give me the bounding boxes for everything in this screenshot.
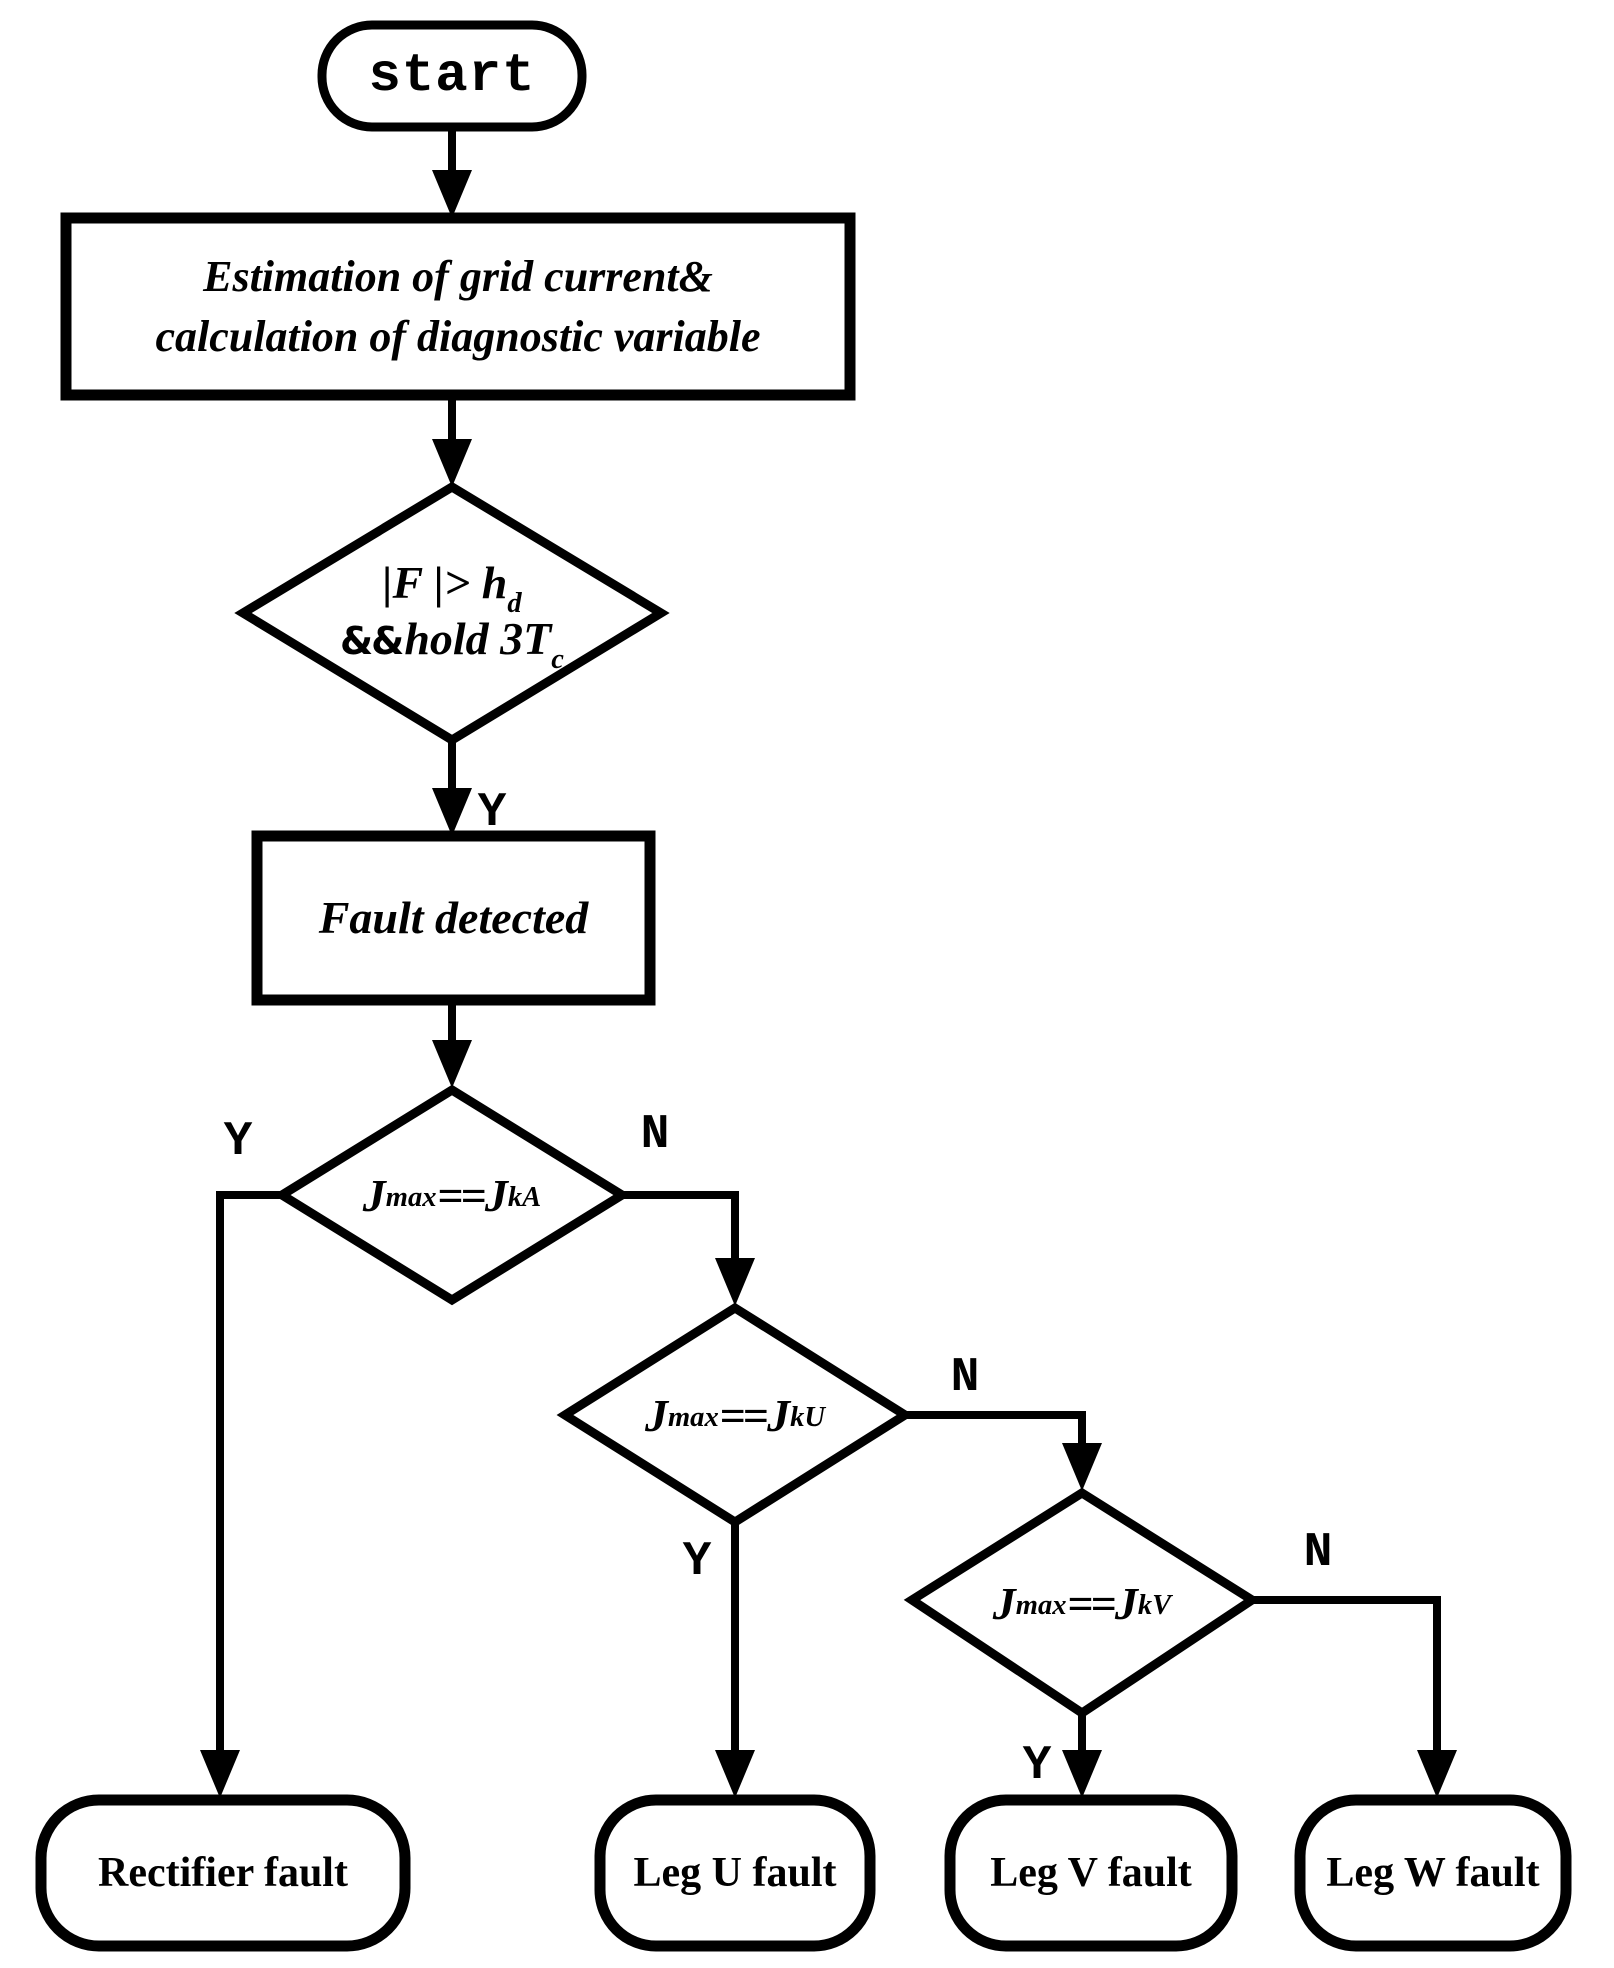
- start-node-shape: [317, 20, 587, 132]
- check-a-operator: ==: [437, 1169, 486, 1221]
- fault-detected-box-shape: [251, 830, 656, 1006]
- check-a-decision-shape: [273, 1084, 631, 1306]
- detect-condition-line2-sub: c: [551, 643, 564, 675]
- detect-decision-label: |F |> hd &&hold 3Tc: [243, 492, 661, 732]
- detect-condition-line1: |F |> hd: [382, 555, 521, 617]
- arrowhead-into-check-u: [715, 1258, 755, 1306]
- detect-decision-shape: [234, 481, 670, 746]
- detect-condition-line2: &&hold 3Tc: [340, 611, 564, 673]
- leg-v-terminal-shape: [944, 1794, 1238, 1952]
- arrowhead-into-fault-detected: [432, 788, 472, 836]
- leg-w-fault-terminal-label: Leg W fault: [1326, 1850, 1540, 1896]
- arrowhead-into-leg-w: [1417, 1750, 1457, 1798]
- detect-condition-line1-main: |F |> h: [382, 557, 508, 608]
- check-a-no-label: N: [640, 1108, 670, 1162]
- check-a-lhs: J: [362, 1169, 386, 1221]
- check-v-yes-label: Y: [1022, 1739, 1052, 1793]
- start-node-label: start: [368, 45, 536, 107]
- leg-u-terminal-shape: [594, 1794, 876, 1952]
- check-u-operator: ==: [719, 1389, 769, 1441]
- connector-check-v-no: [1252, 1596, 1441, 1756]
- check-u-yes-label: Y: [682, 1535, 712, 1589]
- check-u-decision-shape: [556, 1302, 914, 1528]
- check-u-no-label: N: [950, 1351, 980, 1405]
- arrowhead-into-estimation: [432, 170, 472, 218]
- detect-condition-line2-main: hold 3T: [404, 613, 552, 664]
- estimation-box-label: Estimation of grid current& calculation …: [66, 218, 850, 395]
- check-u-lhs: J: [645, 1389, 668, 1441]
- check-a-rhs: J: [484, 1169, 508, 1221]
- check-a-yes-label: Y: [223, 1115, 253, 1169]
- rectifier-terminal-shape: [35, 1794, 411, 1952]
- check-v-rhs: J: [1114, 1577, 1138, 1629]
- rectifier-fault-terminal-label: Rectifier fault: [98, 1850, 348, 1896]
- estimation-line1: Estimation of grid current&: [203, 251, 713, 301]
- connector-check-a-no: [622, 1191, 739, 1266]
- arrowhead-into-rectifier: [200, 1750, 240, 1798]
- estimation-line2: calculation of diagnostic variable: [155, 311, 761, 361]
- connector-check-u-no: [905, 1411, 1086, 1451]
- estimation-box-shape: [60, 212, 856, 401]
- check-u-rhs: J: [767, 1389, 791, 1441]
- leg-w-terminal-shape: [1294, 1794, 1572, 1952]
- leg-v-fault-terminal-label: Leg V fault: [990, 1850, 1192, 1896]
- arrowhead-into-check-a: [432, 1040, 472, 1088]
- arrowhead-into-detect-decision: [432, 439, 472, 487]
- connector-check-a-yes: [216, 1191, 282, 1756]
- check-v-decision-shape: [903, 1487, 1261, 1719]
- fault-detected-label: Fault detected: [318, 892, 589, 943]
- leg-u-fault-terminal-label: Leg U fault: [633, 1850, 837, 1896]
- check-v-no-label: N: [1303, 1526, 1333, 1580]
- detect-yes-label: Y: [477, 786, 507, 840]
- check-v-operator: ==: [1067, 1577, 1116, 1629]
- detect-condition-ampersands: &&: [340, 619, 404, 663]
- arrowhead-into-leg-u: [715, 1750, 755, 1798]
- detect-condition-line1-sub: d: [507, 587, 522, 619]
- arrowhead-into-leg-v: [1062, 1750, 1102, 1798]
- arrowhead-into-check-v: [1062, 1443, 1102, 1491]
- check-v-lhs: J: [992, 1577, 1016, 1629]
